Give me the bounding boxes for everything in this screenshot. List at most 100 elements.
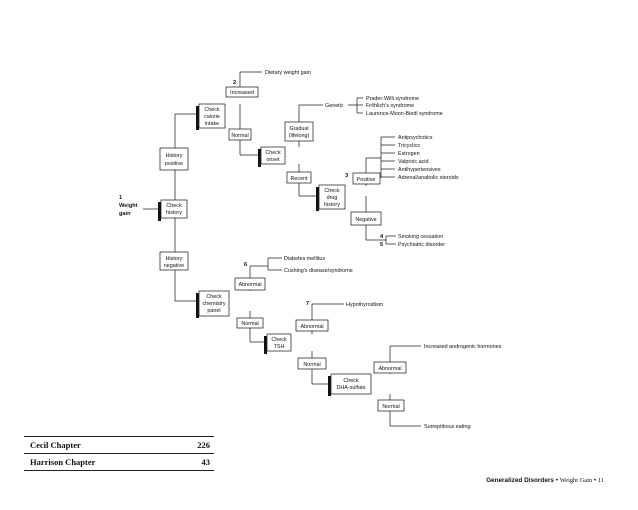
footer-section: Generalized Disorders xyxy=(486,477,554,484)
history-negative-label-line2: negative xyxy=(164,263,184,269)
drug-item-3: Estrogen xyxy=(398,151,420,157)
check-calorie-label-line2: calorie xyxy=(204,114,220,120)
normal-dha-label: Normal xyxy=(382,404,399,410)
footer-page-number: 11 xyxy=(597,477,604,484)
history-positive-box xyxy=(159,147,189,171)
drug-item-6: Adrenal/anabolic steroids xyxy=(398,175,459,181)
check-onset-label-line1: Check xyxy=(265,150,281,156)
flowchart-boxes xyxy=(158,86,407,412)
check-drug-box xyxy=(318,184,346,210)
weight-gain-label-line1: Weight xyxy=(119,203,138,209)
positive-box xyxy=(352,172,381,185)
abnormal-tsh-box xyxy=(295,319,329,332)
normal-chemistry-box xyxy=(236,317,264,329)
footer-separator: • xyxy=(592,477,598,484)
check-history-label-line2: history xyxy=(166,210,182,216)
weight-gain-label-line2: gain xyxy=(119,211,131,217)
reference-row-cecil: Cecil Chapter 226 xyxy=(24,437,214,453)
check-tsh-label-line2: TSH xyxy=(274,344,285,350)
history-negative-box xyxy=(159,251,189,271)
abnormal-dha-box xyxy=(373,361,407,374)
page-footer: Generalized Disorders • Weight Gain • 11 xyxy=(486,477,604,484)
hypothyroidism-label: Hypothyroidism xyxy=(346,302,384,308)
step-number-3: 3 xyxy=(345,173,348,179)
step-number-2: 2 xyxy=(233,80,236,86)
check-calorie-box xyxy=(198,103,226,129)
connector-lines xyxy=(143,71,421,427)
increased-box xyxy=(225,86,259,98)
reference-label: Harrison Chapter xyxy=(30,457,96,467)
abnormal-tsh-label: Abnormal xyxy=(300,324,323,330)
normal-tsh-box xyxy=(297,357,327,370)
footer-separator: • xyxy=(553,477,560,484)
gradual-label-line1: Gradual xyxy=(289,126,308,132)
increased-label: Increased xyxy=(230,90,254,96)
step-number-4: 4 xyxy=(380,234,384,240)
negative-box xyxy=(350,211,382,226)
history-positive-label-line2: positive xyxy=(165,161,183,167)
surreptitious-eating-label: Surreptitious eating xyxy=(424,424,470,430)
smoking-cessation-label: Smoking cessation xyxy=(398,234,443,240)
reference-value: 226 xyxy=(197,440,210,450)
check-calorie-label-line1: Check xyxy=(204,107,220,113)
check-dha-label-line2: DHA-sulfate xyxy=(336,385,365,391)
check-chemistry-label-line3: panel xyxy=(207,308,220,314)
abnormal-dha-label: Abnormal xyxy=(378,366,401,372)
psychiatric-disorder-label: Psychiatric disorder xyxy=(398,242,445,248)
drug-item-4: Valproic acid xyxy=(398,159,428,165)
abnormal-chemistry-box xyxy=(234,277,266,291)
reference-label: Cecil Chapter xyxy=(30,440,81,450)
normal-chemistry-label: Normal xyxy=(241,321,258,327)
check-calorie-label-line3: intake xyxy=(205,121,219,127)
check-dha-box xyxy=(330,373,372,395)
recent-label: Recent xyxy=(290,176,308,182)
check-tsh-box xyxy=(266,333,292,352)
genetic-syndrome-1: Prader-Willi syndrome xyxy=(366,96,419,102)
check-chemistry-label-line1: Check xyxy=(206,294,222,300)
genetic-label: Genetic xyxy=(325,103,344,109)
step-number-1: 1 xyxy=(119,195,122,201)
drug-item-5: Antihypertensives xyxy=(398,167,441,173)
check-history-box xyxy=(160,199,188,219)
normal-dha-box xyxy=(377,399,405,412)
footer-topic: Weight Gain xyxy=(559,477,593,484)
abnormal-chemistry-label: Abnormal xyxy=(238,282,261,288)
check-tsh-label-line1: Check xyxy=(271,337,287,343)
check-drug-label-line2: drug xyxy=(327,195,338,201)
check-onset-box xyxy=(260,146,286,165)
normal-calorie-label: Normal xyxy=(231,133,248,139)
reference-row-harrison: Harrison Chapter 43 xyxy=(24,453,214,470)
step-number-7: 7 xyxy=(306,301,309,307)
chemistry-cause-2: Cushing's disease/syndrome xyxy=(284,268,353,274)
increased-androgenic-label: Increased androgenic hormones xyxy=(424,344,502,350)
history-negative-label-line1: History xyxy=(166,256,183,262)
positive-label: Positive xyxy=(357,177,376,183)
drug-item-1: Antipsychotics xyxy=(398,135,433,141)
gradual-box xyxy=(284,121,314,142)
check-history-label-line1: Check xyxy=(166,203,182,209)
check-drug-label-line3: history xyxy=(324,202,340,208)
check-onset-label-line2: onset xyxy=(266,157,280,163)
reference-table: Cecil Chapter 226 Harrison Chapter 43 xyxy=(24,436,214,471)
history-positive-label-line1: History xyxy=(166,153,183,159)
normal-calorie-box xyxy=(228,128,252,141)
gradual-label-line2: (lifelong) xyxy=(289,133,310,139)
negative-label: Negative xyxy=(355,217,376,223)
check-drug-label-line1: Check xyxy=(324,188,340,194)
step-number-5: 5 xyxy=(380,242,383,248)
check-dha-label-line1: Check xyxy=(343,378,359,384)
normal-tsh-label: Normal xyxy=(303,362,320,368)
genetic-syndrome-3: Laurence-Moon-Biedl syndrome xyxy=(366,111,443,117)
step-number-6: 6 xyxy=(244,262,247,268)
chemistry-cause-1: Diabetes mellitus xyxy=(284,256,325,262)
reference-value: 43 xyxy=(201,457,211,467)
check-chemistry-box xyxy=(198,290,230,317)
dietary-weight-gain-label: Dietary weight gain xyxy=(265,70,311,76)
check-chemistry-label-line2: chemistry xyxy=(202,301,225,307)
recent-box xyxy=(286,171,312,184)
genetic-syndrome-2: Fröhlich's syndrome xyxy=(366,103,414,109)
drug-item-2: Tricyclics xyxy=(398,143,420,149)
flowchart-labels: 1 Weight gain Check history History posi… xyxy=(119,70,502,430)
